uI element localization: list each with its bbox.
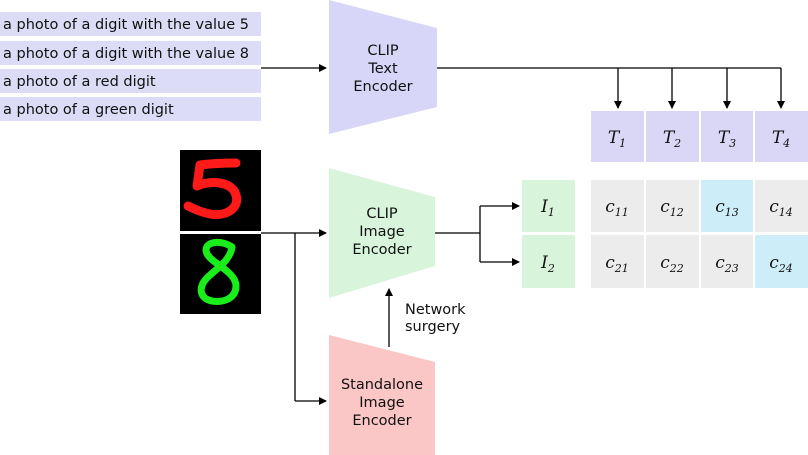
text-feature-background bbox=[701, 111, 753, 162]
text-feature-label: T2 bbox=[663, 128, 681, 150]
similarity-cell-label: c22 bbox=[660, 253, 684, 275]
network-surgery: Network surgery bbox=[385, 288, 466, 347]
image-encoder-label-line3: Encoder bbox=[352, 242, 411, 258]
text-feature-label: T4 bbox=[772, 128, 790, 150]
similarity-cell-label: c21 bbox=[605, 253, 629, 275]
prompt-item: a photo of a digit with the value 8 bbox=[0, 41, 261, 65]
clip-image-encoder: CLIP Image Encoder bbox=[329, 168, 435, 298]
similarity-cell: c13 bbox=[701, 180, 753, 232]
image-feature-label: I1 bbox=[540, 197, 555, 219]
standalone-encoder-label-line2: Image bbox=[359, 395, 404, 411]
clip-text-encoder: CLIP Text Encoder bbox=[329, 0, 437, 134]
similarity-cell: c24 bbox=[755, 235, 808, 288]
image-encoder-output-arrows bbox=[435, 202, 520, 266]
image-feature-cell: I2 bbox=[522, 235, 575, 288]
standalone-image-encoder: Standalone Image Encoder bbox=[329, 335, 435, 455]
similarity-cell: c12 bbox=[646, 180, 699, 232]
similarity-cell: c11 bbox=[591, 180, 644, 232]
digit-image-8 bbox=[180, 234, 261, 314]
similarity-cell-background bbox=[755, 235, 808, 288]
prompt-label: a photo of a digit with the value 5 bbox=[3, 17, 249, 33]
standalone-encoder-label-line1: Standalone bbox=[341, 377, 423, 393]
similarity-matrix: c11 c12 c13 c14 c21 c22 c23 c24 bbox=[591, 180, 808, 288]
text-encoder-shape bbox=[329, 0, 437, 134]
text-encoder-label-line3: Encoder bbox=[353, 79, 412, 95]
standalone-encoder-shape bbox=[329, 335, 435, 455]
digit-eight-stroke bbox=[197, 239, 240, 305]
digit-images bbox=[180, 150, 261, 314]
similarity-cell-label: c14 bbox=[769, 197, 793, 219]
image-encoder-label-line1: CLIP bbox=[366, 206, 397, 222]
similarity-cell-label: c11 bbox=[605, 197, 629, 219]
prompt-background bbox=[0, 97, 261, 121]
prompt-background bbox=[0, 41, 261, 65]
image-feature-cell: I1 bbox=[522, 180, 575, 232]
image-feature-label: I2 bbox=[540, 253, 555, 275]
text-feature-background bbox=[755, 111, 808, 162]
text-feature-cell: T3 bbox=[701, 111, 753, 162]
similarity-cell: c14 bbox=[755, 180, 808, 232]
image-encoder-shape bbox=[329, 168, 435, 298]
text-prompts: a photo of a digit with the value 5 a ph… bbox=[0, 12, 261, 121]
similarity-cell-background bbox=[701, 235, 753, 288]
similarity-cell-background bbox=[646, 235, 699, 288]
similarity-cell-background bbox=[591, 180, 644, 232]
text-feature-cell: T4 bbox=[755, 111, 808, 162]
text-feature-cells: T1 T2 T3 T4 bbox=[591, 111, 808, 162]
similarity-cell-label: c24 bbox=[769, 253, 793, 275]
text-feature-label: T3 bbox=[718, 128, 736, 150]
text-encoder-label-line1: CLIP bbox=[367, 43, 398, 59]
image-feature-cells: I1 I2 bbox=[522, 180, 575, 288]
image-encoder-label-line2: Image bbox=[359, 224, 404, 240]
similarity-cell: c22 bbox=[646, 235, 699, 288]
prompt-label: a photo of a red digit bbox=[3, 74, 156, 90]
image-input-arrows bbox=[261, 229, 327, 405]
prompt-item: a photo of a green digit bbox=[0, 97, 261, 121]
standalone-encoder-label-line3: Encoder bbox=[352, 413, 411, 429]
image-feature-background bbox=[522, 235, 575, 288]
similarity-cell-background bbox=[646, 180, 699, 232]
prompt-item: a photo of a red digit bbox=[0, 69, 261, 93]
text-feature-cell: T1 bbox=[591, 111, 644, 162]
similarity-cell-background bbox=[755, 180, 808, 232]
prompt-background bbox=[0, 69, 261, 93]
network-surgery-label-line1: Network bbox=[405, 302, 466, 318]
text-feature-background bbox=[646, 111, 699, 162]
similarity-cell: c21 bbox=[591, 235, 644, 288]
similarity-cell-background bbox=[701, 180, 753, 232]
image-feature-background bbox=[522, 180, 575, 232]
prompt-label: a photo of a digit with the value 8 bbox=[3, 46, 249, 62]
text-encoder-output-arrows bbox=[437, 67, 785, 109]
text-feature-background bbox=[591, 111, 644, 162]
similarity-cell-label: c13 bbox=[715, 197, 739, 219]
similarity-cell-label: c23 bbox=[715, 253, 739, 275]
text-feature-label: T1 bbox=[608, 128, 626, 150]
network-surgery-label-line2: surgery bbox=[405, 319, 461, 335]
similarity-cell: c23 bbox=[701, 235, 753, 288]
prompt-label: a photo of a green digit bbox=[3, 102, 174, 118]
prompt-background bbox=[0, 12, 261, 36]
similarity-cell-label: c12 bbox=[660, 197, 684, 219]
digit-image-5 bbox=[180, 150, 261, 231]
prompt-item: a photo of a digit with the value 5 bbox=[0, 12, 261, 36]
text-encoder-label-line2: Text bbox=[367, 61, 398, 77]
digit-five-stroke bbox=[183, 158, 242, 220]
similarity-cell-background bbox=[591, 235, 644, 288]
text-feature-cell: T2 bbox=[646, 111, 699, 162]
